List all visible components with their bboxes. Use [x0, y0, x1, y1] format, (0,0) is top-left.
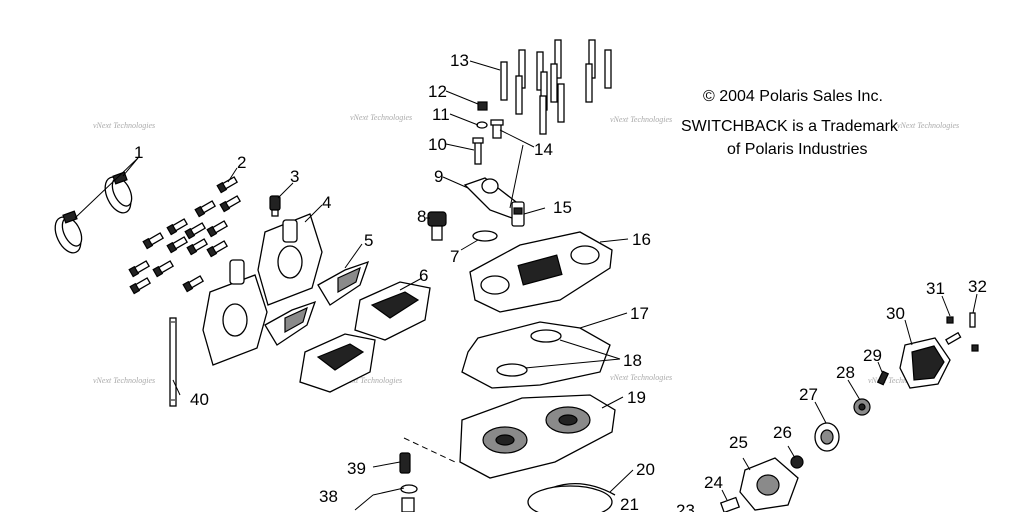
callout-7: 7	[450, 247, 459, 266]
callout-26: 26	[773, 423, 792, 442]
watermark-text: vNext Technologies	[93, 121, 155, 130]
part-1-hose-clamps	[54, 171, 133, 254]
callout-20: 20	[636, 460, 655, 479]
watermark-text: vNext Technologies	[868, 376, 930, 385]
callout-31: 31	[926, 279, 945, 298]
trademark-line: SWITCHBACK is a Trademark	[681, 118, 898, 135]
part-6-reed-cages	[299, 281, 431, 393]
callout-39: 39	[347, 459, 366, 478]
watermark-text: vNext Technologies	[340, 376, 402, 385]
part-25-pump-housing	[739, 457, 799, 511]
part-30-pump-cover	[899, 337, 951, 389]
part-29-screw	[876, 370, 890, 386]
callout-4: 4	[322, 193, 331, 212]
part-26-seal	[790, 455, 804, 469]
part-24-shaft	[719, 496, 741, 512]
part-16-head-cover	[469, 231, 613, 313]
part-2-bolts	[128, 176, 242, 295]
part-9-outlet-fitting	[463, 144, 524, 219]
part-27-impeller	[814, 422, 840, 452]
watermark-text: vNext Technologies	[93, 376, 155, 385]
part-3-fitting	[269, 195, 281, 217]
callout-19: 19	[627, 388, 646, 407]
callout-24: 24	[704, 473, 723, 492]
part-20-gasket	[527, 483, 616, 512]
callout-30: 30	[886, 304, 905, 323]
callout-2: 2	[237, 153, 246, 172]
part-19-cylinder-head	[459, 394, 616, 479]
watermark-text: vNext Technologies	[897, 121, 959, 130]
part-39-fitting	[399, 452, 411, 474]
callout-21: 21	[620, 495, 639, 512]
callout-5: 5	[364, 231, 373, 250]
part-13-head-bolts	[500, 39, 612, 135]
copyright-line: © 2004 Polaris Sales Inc.	[703, 88, 883, 105]
callout-28: 28	[836, 363, 855, 382]
part-14-bolt	[490, 119, 504, 139]
part-11-washer	[476, 121, 488, 129]
callout-38: 38	[319, 487, 338, 506]
part-28-bearing	[853, 398, 871, 416]
callout-10: 10	[428, 135, 447, 154]
callout-1: 1	[134, 143, 143, 162]
trademark-owner-line: of Polaris Industries	[727, 141, 868, 158]
part-12-nut	[477, 101, 488, 111]
callout-17: 17	[630, 304, 649, 323]
callout-29: 29	[863, 346, 882, 365]
part-5-reed-stuffers	[264, 260, 370, 346]
part-4-reed-housings	[202, 213, 323, 366]
dashed-leader	[403, 437, 456, 463]
watermark-text: vNext Technologies	[350, 113, 412, 122]
callout-32: 32	[968, 277, 987, 296]
callout-13: 13	[450, 51, 469, 70]
part-18-orings	[496, 329, 562, 377]
part-10-bolt	[472, 137, 484, 165]
callout-12: 12	[428, 82, 447, 101]
callout-6: 6	[419, 266, 428, 285]
part-32-bolts	[969, 312, 979, 352]
callout-11: 11	[432, 105, 450, 124]
callout-9: 9	[434, 167, 443, 186]
part-38-fitting	[400, 484, 418, 512]
part-15-sensor	[511, 201, 525, 227]
callout-40: 40	[190, 390, 209, 409]
part-40-stud	[169, 317, 177, 407]
callout-3: 3	[290, 167, 299, 186]
part-31-bolts	[945, 316, 962, 345]
callout-25: 25	[729, 433, 748, 452]
callout-16: 16	[632, 230, 651, 249]
callout-27: 27	[799, 385, 818, 404]
part-7-oring	[472, 230, 498, 242]
watermark-text: vNext Technologies	[610, 115, 672, 124]
watermarks: vNext Technologies vNext Technologies vN…	[93, 113, 959, 385]
leader-lines	[74, 60, 978, 511]
callout-15: 15	[553, 198, 572, 217]
callout-14: 14	[534, 140, 553, 159]
part-8-thermostat	[427, 211, 447, 241]
callout-8: 8	[417, 207, 426, 226]
callout-23: 23	[676, 501, 695, 512]
callout-labels: 1 2 3 4 5 6 7 8 9 10 11 12 13 14 15 16 1…	[134, 51, 987, 512]
watermark-text: vNext Technologies	[610, 373, 672, 382]
callout-18: 18	[623, 351, 642, 370]
